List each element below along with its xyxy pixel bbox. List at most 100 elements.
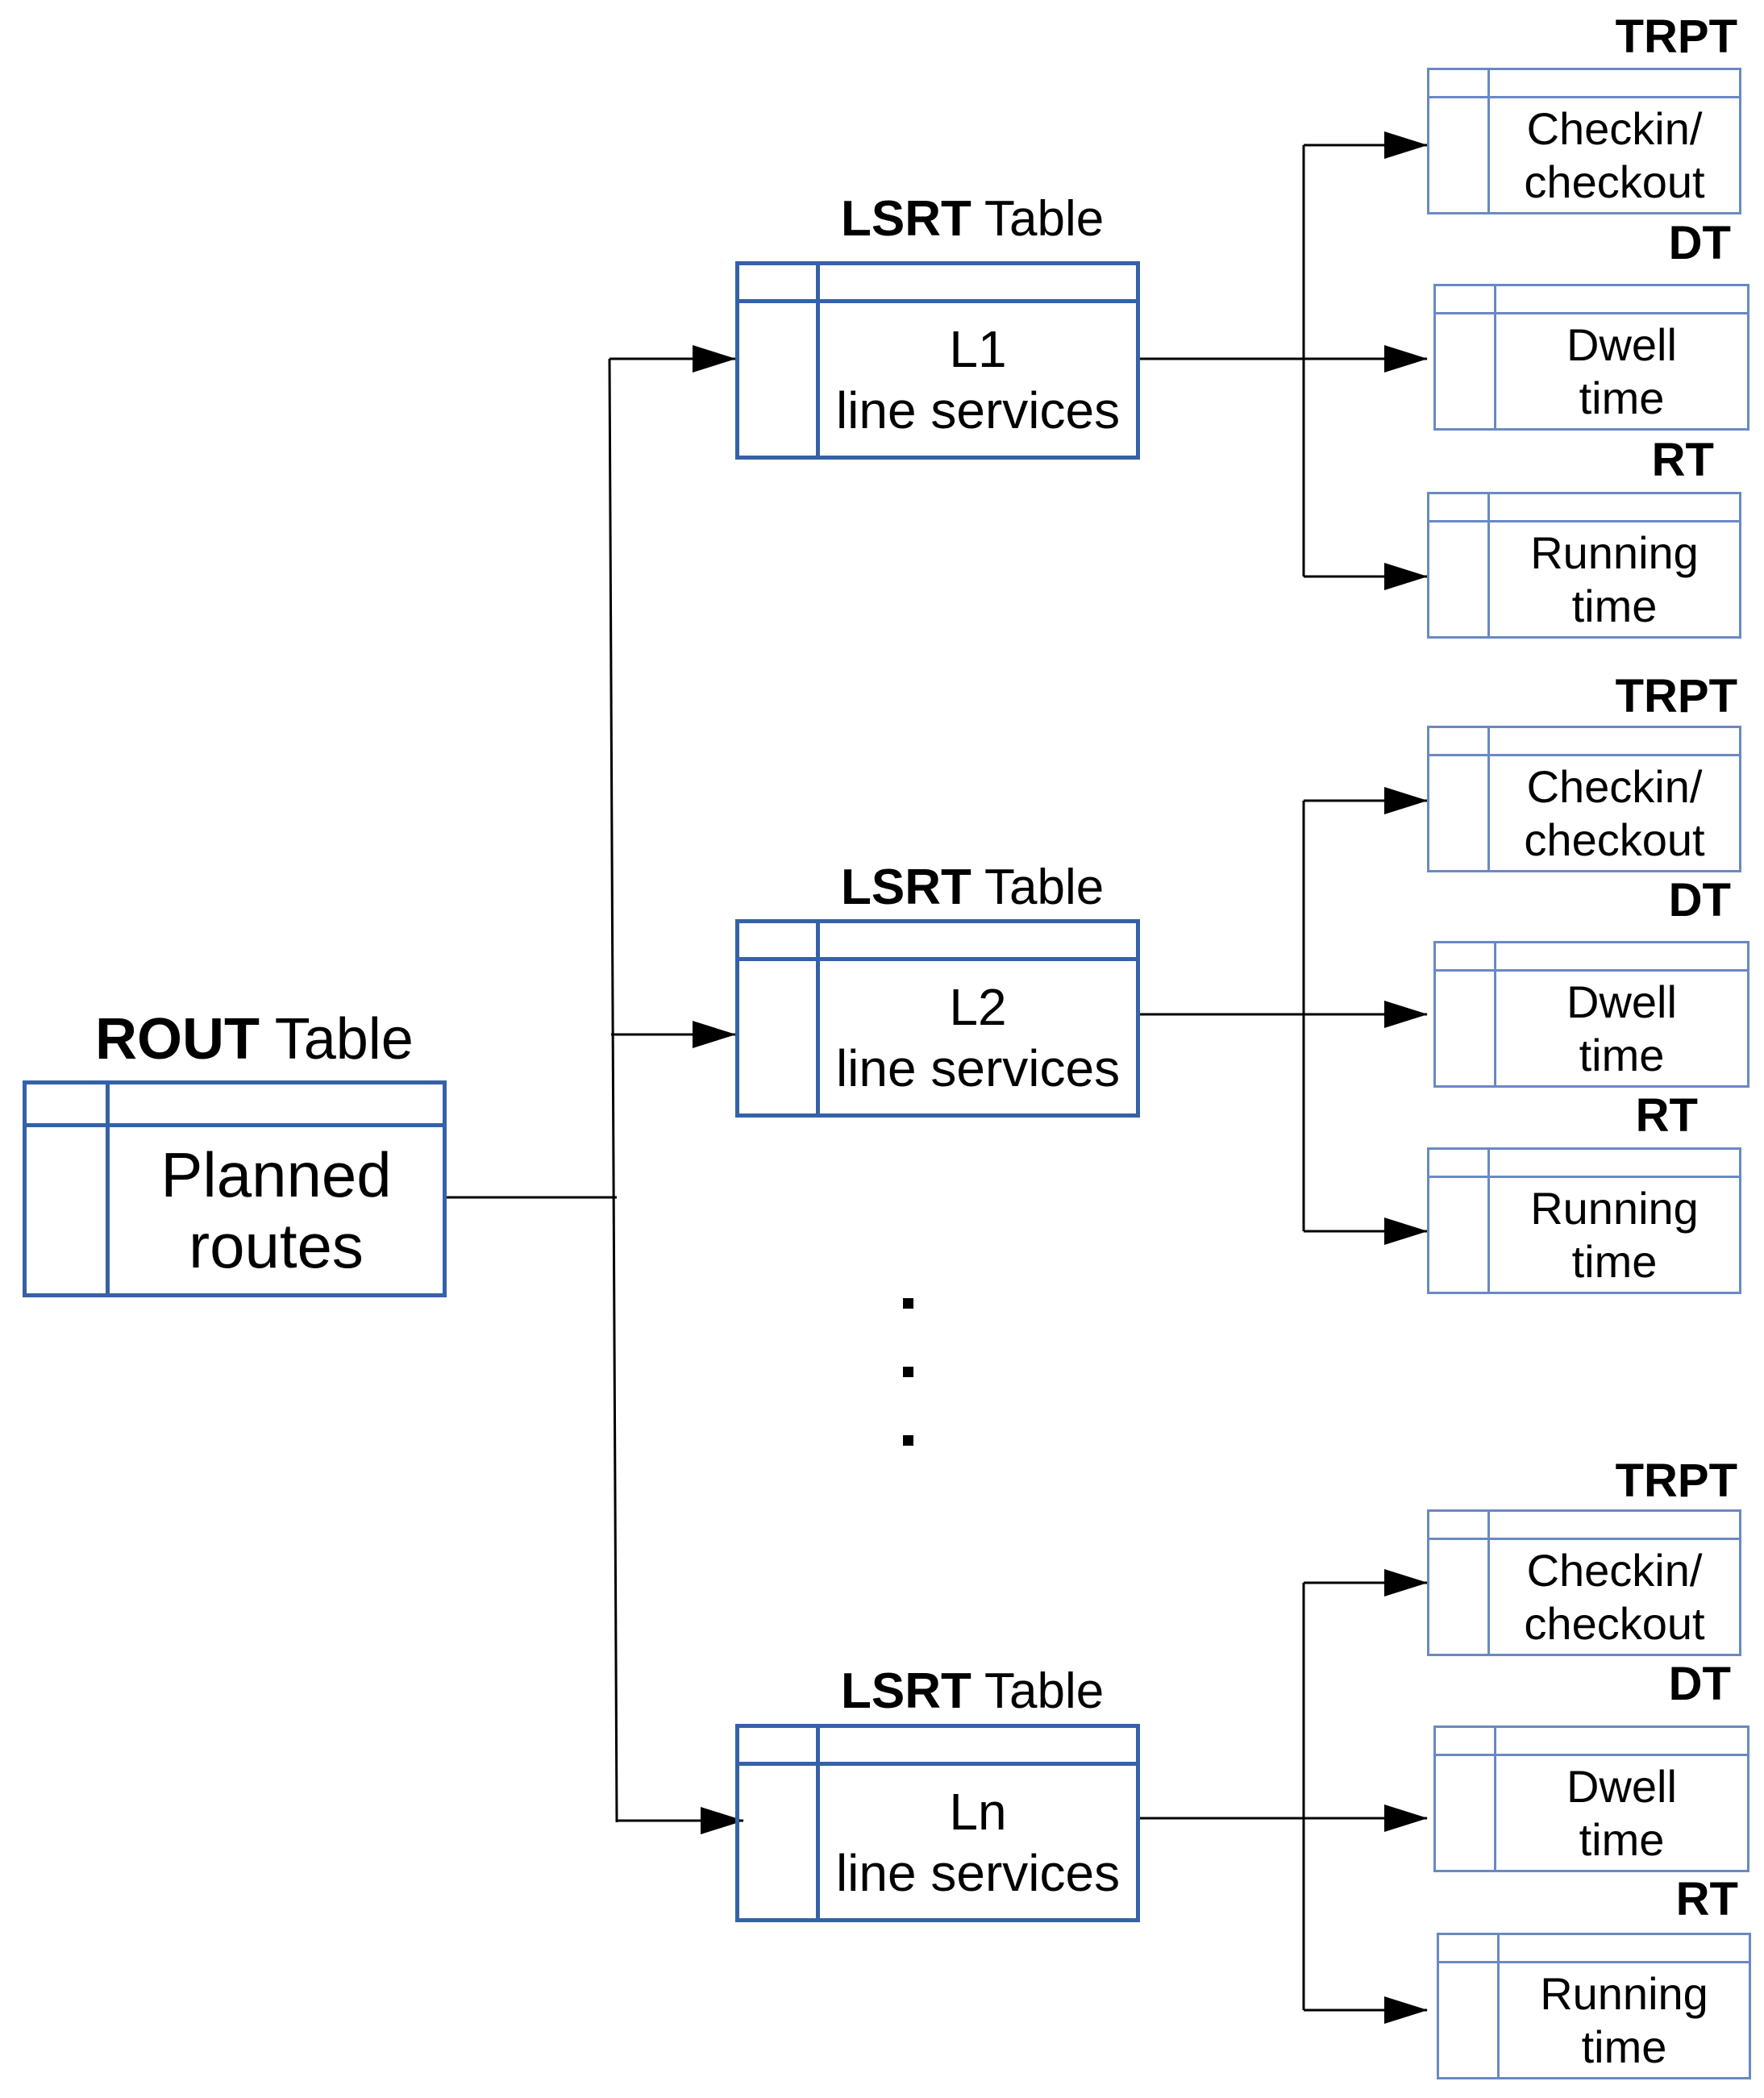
g3-rt-key-line	[1497, 1935, 1500, 2077]
g1-dt-key-line	[1494, 286, 1496, 428]
g1-rt-line2: time	[1571, 580, 1658, 631]
g3-trpt-table: Checkin/ checkout	[1427, 1509, 1741, 1656]
g3-rt-label: RT	[1675, 1873, 1738, 1925]
g1-trpt-label: TRPT	[1615, 10, 1737, 63]
lsrt-ln-key-column-line	[816, 1728, 820, 1918]
g2-dt-table: Dwell time	[1433, 941, 1749, 1088]
g1-trpt-line2: checkout	[1524, 156, 1705, 207]
rout-table: Planned routes	[23, 1080, 447, 1297]
lsrt-l2-key-column-line	[816, 923, 820, 1114]
lsrt-l2-body: L2 line services	[820, 961, 1136, 1114]
g2-rt-line1: Running	[1530, 1182, 1699, 1234]
lsrt-ln-line1: Ln	[949, 1782, 1007, 1841]
g1-dt-line1: Dwell	[1566, 318, 1677, 370]
g3-dt-header-line	[1436, 1754, 1747, 1756]
g1-trpt-key-line	[1487, 70, 1490, 212]
rout-line2: routes	[189, 1210, 364, 1281]
g2-dt-key-line	[1494, 943, 1496, 1085]
g2-rt-table: Running time	[1427, 1147, 1741, 1294]
g2-trpt-line2: checkout	[1524, 814, 1705, 865]
g3-trpt-key-line	[1487, 1512, 1490, 1654]
lsrt-ln-header-line	[739, 1762, 1136, 1766]
g1-dt-line2: time	[1579, 372, 1665, 423]
g3-rt-header-line	[1439, 1961, 1749, 1963]
g3-rt-body: Running time	[1500, 1963, 1749, 2077]
rout-line1: Planned	[160, 1139, 392, 1210]
lsrt-ln-title-rest: Table	[971, 1663, 1105, 1719]
g2-rt-key-line	[1487, 1150, 1490, 1292]
g3-trpt-header-line	[1429, 1538, 1739, 1540]
g1-rt-header-line	[1429, 520, 1739, 522]
g2-trpt-line1: Checkin/	[1526, 760, 1703, 812]
rout-table-body: Planned routes	[110, 1127, 443, 1293]
g1-trpt-line1: Checkin/	[1526, 102, 1703, 154]
connector-trunk	[608, 358, 618, 1823]
g3-trpt-body: Checkin/ checkout	[1490, 1540, 1739, 1654]
lsrt-l2-line2: line services	[835, 1039, 1121, 1097]
lsrt-l2-header-line	[739, 957, 1136, 961]
g2-rt-line2: time	[1571, 1235, 1658, 1287]
g2-rt-label: RT	[1635, 1089, 1698, 1142]
rout-header-line	[27, 1123, 443, 1127]
g1-rt-line1: Running	[1530, 527, 1699, 578]
lsrt-l2-title: LSRT Table	[841, 859, 1104, 916]
g1-rt-body: Running time	[1490, 522, 1739, 636]
rout-title-bold: ROUT	[95, 1007, 260, 1072]
lsrt-l2-title-rest: Table	[971, 860, 1105, 915]
g1-trpt-header-line	[1429, 96, 1739, 98]
g3-dt-body: Dwell time	[1496, 1756, 1747, 1870]
lsrt-table-ln: Ln line services	[735, 1724, 1140, 1922]
rout-title-rest: Table	[259, 1007, 414, 1072]
g3-trpt-line2: checkout	[1524, 1597, 1705, 1649]
g2-trpt-body: Checkin/ checkout	[1490, 756, 1739, 870]
g3-rt-table: Running time	[1437, 1933, 1751, 2079]
g2-dt-label: DT	[1668, 874, 1731, 926]
g3-dt-key-line	[1494, 1728, 1496, 1870]
lsrt-table-l1: L1 line services	[735, 261, 1140, 460]
g1-dt-header-line	[1436, 312, 1747, 314]
ellipsis-dot-1	[903, 1298, 913, 1309]
g2-rt-body: Running time	[1490, 1178, 1739, 1292]
g2-dt-line1: Dwell	[1566, 976, 1677, 1027]
lsrt-ln-title: LSRT Table	[841, 1663, 1104, 1720]
g1-dt-label: DT	[1668, 217, 1731, 269]
lsrt-l1-key-column-line	[816, 265, 820, 456]
g1-dt-table: Dwell time	[1433, 284, 1749, 431]
lsrt-l1-line1: L1	[949, 319, 1007, 378]
g3-trpt-label: TRPT	[1615, 1455, 1737, 1507]
ellipsis-dot-3	[903, 1435, 913, 1446]
g2-trpt-table: Checkin/ checkout	[1427, 726, 1741, 872]
g1-trpt-body: Checkin/ checkout	[1490, 98, 1739, 212]
g1-dt-body: Dwell time	[1496, 314, 1747, 428]
g3-rt-line2: time	[1581, 2021, 1667, 2072]
g1-rt-label: RT	[1651, 434, 1714, 486]
g2-trpt-key-line	[1487, 728, 1490, 870]
g2-rt-header-line	[1429, 1176, 1739, 1178]
rout-key-column-line	[106, 1084, 110, 1293]
g2-dt-header-line	[1436, 969, 1747, 972]
lsrt-l1-title-bold: LSRT	[841, 191, 971, 247]
lsrt-l2-title-bold: LSRT	[841, 860, 971, 915]
g3-dt-label: DT	[1668, 1658, 1731, 1710]
rout-table-title: ROUT Table	[95, 1006, 414, 1072]
lsrt-l1-body: L1 line services	[820, 303, 1136, 456]
lsrt-l2-line1: L2	[949, 977, 1007, 1036]
lsrt-l1-header-line	[739, 299, 1136, 303]
g3-dt-line1: Dwell	[1566, 1760, 1677, 1812]
lsrt-l1-title-rest: Table	[971, 191, 1105, 247]
g1-trpt-table: Checkin/ checkout	[1427, 68, 1741, 214]
g2-trpt-label: TRPT	[1615, 670, 1737, 722]
lsrt-ln-line2: line services	[835, 1843, 1121, 1902]
g1-rt-table: Running time	[1427, 492, 1741, 639]
g3-trpt-line1: Checkin/	[1526, 1544, 1703, 1596]
g2-trpt-header-line	[1429, 754, 1739, 756]
g3-rt-line1: Running	[1540, 1967, 1708, 2019]
lsrt-l1-title: LSRT Table	[841, 190, 1104, 248]
g2-dt-body: Dwell time	[1496, 972, 1747, 1085]
g2-dt-line2: time	[1579, 1029, 1665, 1080]
ellipsis-dot-2	[903, 1367, 913, 1377]
g3-dt-table: Dwell time	[1433, 1725, 1749, 1872]
lsrt-table-l2: L2 line services	[735, 919, 1140, 1118]
